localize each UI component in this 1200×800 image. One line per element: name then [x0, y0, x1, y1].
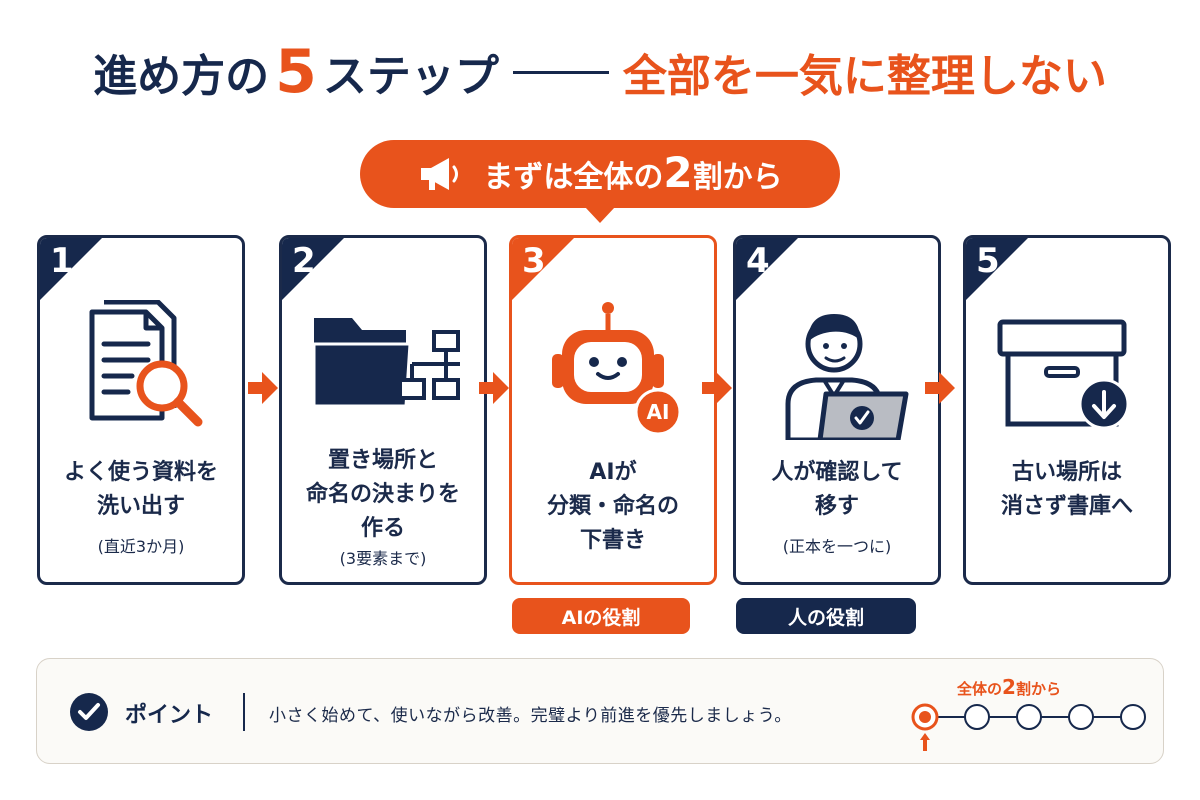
title-part1: 進め方の: [93, 51, 270, 102]
person-laptop-icon: [785, 314, 909, 440]
step-number: 3: [522, 241, 546, 281]
progress-dot: [1068, 704, 1094, 730]
step-card-2: 2 置き場所と 命名の決まりを 作る (3要素まで): [279, 235, 487, 585]
progress-dot: [1120, 704, 1146, 730]
arrow-right-icon: [925, 372, 955, 404]
point-box: ポイント 小さく始めて、使いながら改善。完璧より前進を優先しましょう。 全体の2…: [36, 658, 1164, 764]
point-divider: [243, 693, 245, 731]
progress-pointer-icon: [920, 733, 930, 751]
title-part2: ステップ: [322, 51, 499, 102]
ai-robot-icon: [552, 302, 664, 404]
progress-dot: [1016, 704, 1042, 730]
ai-badge-label: AI: [646, 400, 670, 424]
point-label: ポイント: [125, 703, 214, 728]
check-circle-icon: [70, 693, 108, 731]
megaphone-icon: [421, 158, 459, 190]
step-number-badge: [966, 238, 1028, 300]
progress-dot: [964, 704, 990, 730]
progress-dot-fill: [919, 711, 931, 723]
step-number: 2: [292, 241, 316, 281]
step-number-badge: [512, 238, 574, 300]
archive-box-icon: [997, 319, 1130, 430]
arrow-right-icon: [479, 372, 509, 404]
human-role-label: 人の役割: [736, 598, 916, 634]
title-number: 5: [275, 37, 317, 107]
step-text: よく使う資料を 洗い出す (直近3か月): [48, 456, 234, 560]
ai-role-label: AIの役割: [512, 598, 690, 634]
step-card-1: 1 よく使う資料を 洗い出す (直近3か月): [37, 235, 245, 585]
document-search-icon: [89, 300, 203, 427]
step-number-badge: [282, 238, 344, 300]
progress-steps: [911, 703, 1146, 751]
step-note: (直近3か月): [97, 537, 185, 556]
title-dash: [512, 70, 609, 74]
step-text: 人が確認して 移す (正本を一つに): [744, 456, 930, 560]
folder-structure-icon: [312, 318, 460, 408]
step-text: AIが 分類・命名の 下書き: [546, 460, 679, 553]
step-number-badge: [736, 238, 798, 300]
step-number: 1: [50, 241, 74, 281]
point-text: 小さく始めて、使いながら改善。完璧より前進を優先しましょう。: [269, 706, 792, 726]
step-card-3: 3 AI AIが 分類・命名の 下書き: [509, 235, 717, 585]
step-number-badge: [40, 238, 102, 300]
step-note: (正本を一つに): [782, 537, 892, 556]
page-subtitle: 全部を一気に整理しない: [622, 51, 1107, 102]
step-text: 古い場所は 消さず書庫へ: [1000, 460, 1133, 519]
progress-label: 全体の2割から: [957, 675, 1061, 699]
step-card-4: 4 人が確認して 移す (正本を一つに): [733, 235, 941, 585]
arrow-right-icon: [702, 372, 732, 404]
step-note: (3要素まで): [339, 549, 427, 568]
ai-badge-icon: [634, 388, 682, 436]
arrow-right-icon: [248, 372, 278, 404]
step-number: 4: [746, 241, 770, 281]
callout-banner: まずは全体の2割から: [360, 140, 840, 223]
step-text: 置き場所と 命名の決まりを 作る (3要素まで): [290, 444, 476, 572]
page-title: 進め方の 5 ステップ 全部を一気に整理しない: [0, 40, 1200, 104]
callout-text: まずは全体の2割から: [483, 148, 783, 197]
step-card-5: 5 古い場所は 消さず書庫へ: [963, 235, 1171, 585]
step-number: 5: [976, 241, 1000, 281]
